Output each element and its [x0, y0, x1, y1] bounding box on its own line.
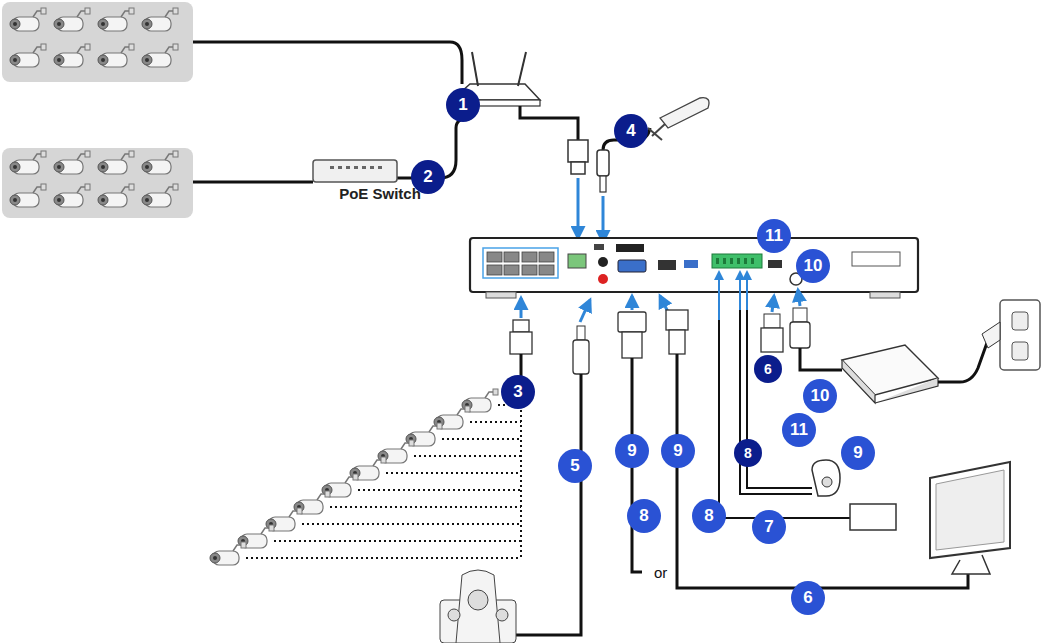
- callout-number: 1: [446, 88, 480, 122]
- camera-group: [2, 2, 193, 82]
- camera-cable: [442, 438, 521, 440]
- callout-number: 8: [734, 439, 762, 467]
- callout-number: 7: [752, 510, 786, 544]
- camera-icon: [98, 8, 134, 31]
- callout-number: 4: [614, 114, 648, 148]
- device-label: PoE Switch: [337, 185, 423, 202]
- camera-icon: [98, 184, 134, 207]
- camera-cable: [470, 421, 521, 423]
- alarm-sensor: [812, 460, 840, 496]
- nvr-rear-panel: [470, 238, 918, 298]
- camera-cable: [414, 455, 521, 457]
- camera-cable: [274, 540, 521, 542]
- wall-outlet: [982, 300, 1040, 370]
- camera-cable: [330, 506, 521, 508]
- camera-icon: [142, 184, 178, 207]
- microphone: [648, 98, 709, 140]
- callout-number: 5: [558, 449, 592, 483]
- callout-number: 10: [796, 249, 830, 283]
- note-text: or: [652, 564, 669, 581]
- camera-icon: [142, 44, 178, 67]
- camera-icon: [210, 542, 246, 565]
- camera-icon: [54, 8, 90, 31]
- poe-switch: [313, 160, 397, 182]
- camera-cable: [246, 557, 521, 559]
- camera-cable: [386, 472, 521, 474]
- camera-icon: [142, 151, 178, 174]
- camera-icon: [10, 151, 46, 174]
- camera-icon: [54, 151, 90, 174]
- callout-number: 8: [692, 499, 726, 533]
- camera-icon: [10, 8, 46, 31]
- camera-icon: [10, 44, 46, 67]
- callout-number: 11: [757, 219, 791, 253]
- alarm-output-device: [850, 504, 896, 530]
- callout-number: 6: [754, 355, 782, 383]
- callout-number: 10: [803, 379, 837, 413]
- callout-number: 3: [501, 375, 535, 409]
- callout-number: 9: [841, 436, 875, 470]
- camera-icon: [10, 184, 46, 207]
- camera-cable: [358, 489, 521, 491]
- camera-icon: [142, 8, 178, 31]
- callout-number: 8: [627, 499, 661, 533]
- callout-number: 11: [782, 413, 816, 447]
- camera-icon: [98, 151, 134, 174]
- callout-number: 6: [791, 581, 825, 615]
- camera-group: [2, 148, 193, 218]
- camera-icon: [98, 44, 134, 67]
- callout-number: 9: [615, 434, 649, 468]
- power-adapter: [842, 345, 938, 403]
- camera-cable: [302, 523, 521, 525]
- speakers: [440, 570, 516, 643]
- monitor: [930, 462, 1010, 574]
- callout-number: 9: [661, 434, 695, 468]
- callout-number: 2: [411, 160, 445, 194]
- camera-icon: [54, 44, 90, 67]
- camera-icon: [54, 184, 90, 207]
